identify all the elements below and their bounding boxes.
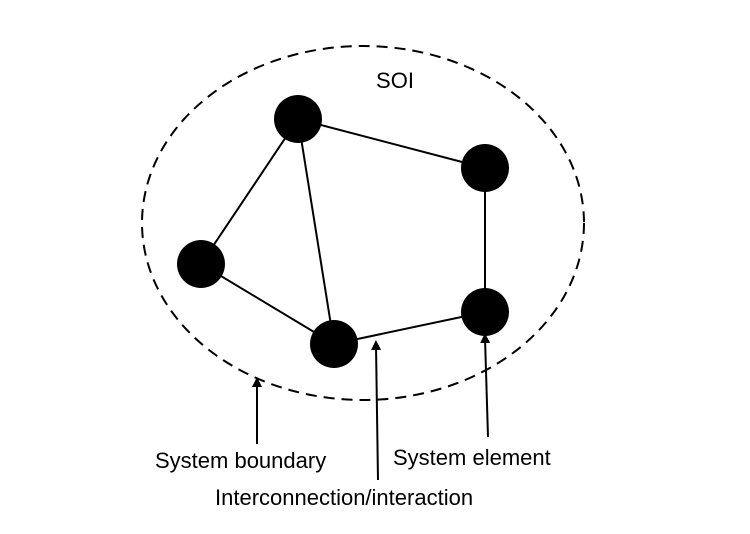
- soi-label: SOI: [376, 68, 414, 93]
- system-element-node-n-right-top: [461, 144, 509, 192]
- system-element-node-n-left: [177, 240, 225, 288]
- edge-n-left-n-bottom-middle: [200, 263, 335, 345]
- system-element-node-n-top: [274, 95, 322, 143]
- system-element-node-n-right-bottom: [461, 288, 509, 336]
- system-element-node-n-bottom-middle: [310, 320, 358, 368]
- system-boundary-ellipse: [141, 45, 585, 401]
- label-interconnection: Interconnection/interaction: [215, 485, 473, 510]
- edge-n-bottom-middle-n-right-bottom: [333, 311, 486, 345]
- nodes-group: [177, 95, 509, 368]
- edge-n-top-n-bottom-middle: [297, 118, 335, 345]
- edge-n-top-n-left: [200, 118, 299, 265]
- label-system-element: System element: [393, 445, 551, 470]
- arrow-interconnection: [371, 340, 382, 481]
- label-system-boundary: System boundary: [155, 448, 326, 473]
- edges-group: [200, 118, 486, 345]
- arrow-system-element: [480, 333, 491, 438]
- edge-n-top-n-right-top: [297, 118, 486, 169]
